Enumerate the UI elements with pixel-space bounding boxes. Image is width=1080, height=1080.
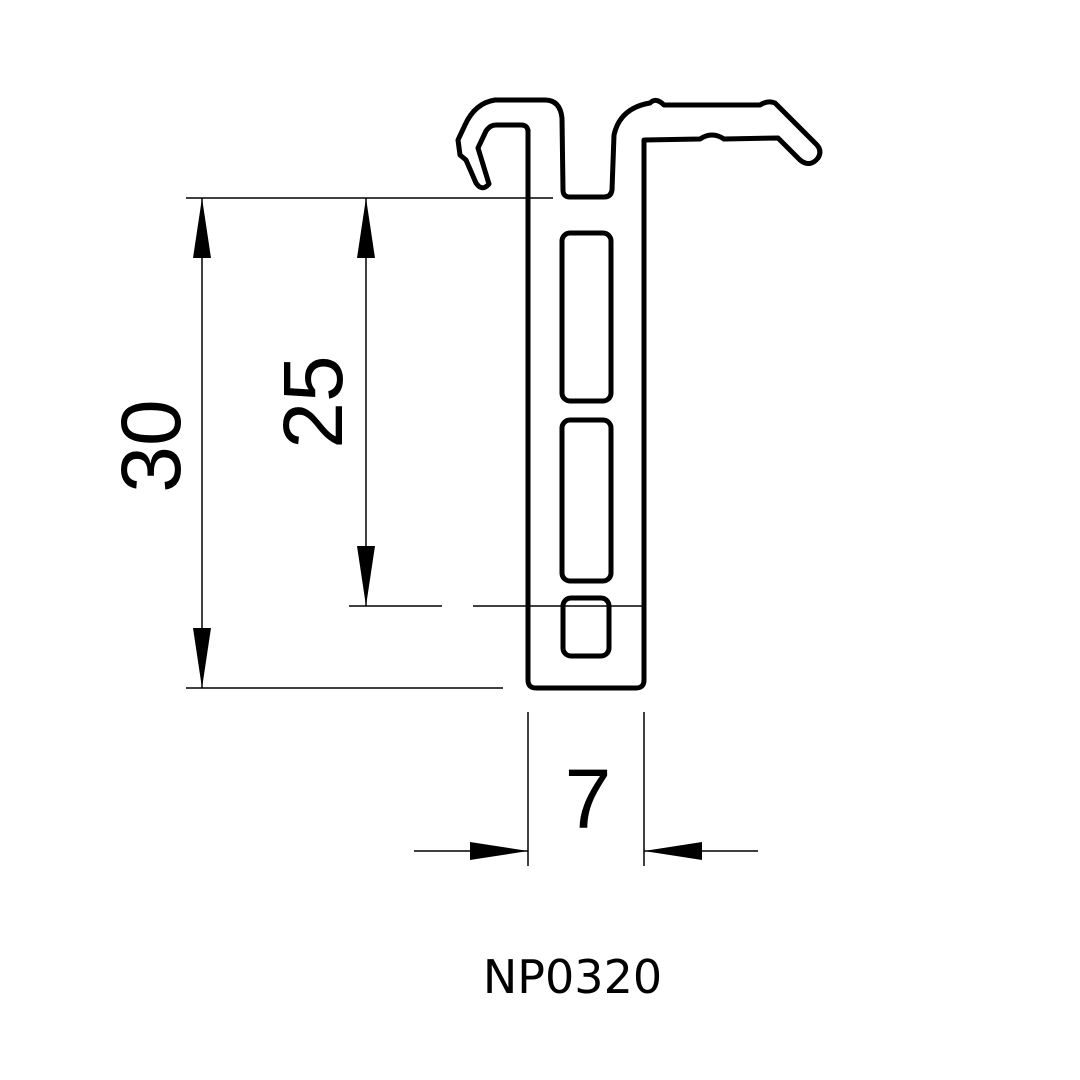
arrow-head-icon: [357, 198, 375, 258]
slot-middle: [559, 417, 614, 584]
slot-upper: [559, 230, 614, 404]
dimension-7: 7: [565, 752, 612, 846]
arrow-head-icon: [193, 198, 211, 258]
arrow-head-icon: [193, 628, 211, 688]
part-number-label: NP0320: [482, 950, 663, 1004]
arrow-head-icon: [357, 546, 375, 606]
arrow-head-icon: [644, 842, 702, 860]
arrow-head-icon: [470, 842, 528, 860]
profile-outline: [455, 97, 823, 691]
slot-lower: [560, 595, 612, 659]
dimension-30: 30: [104, 399, 198, 492]
dimension-25: 25: [266, 355, 360, 448]
